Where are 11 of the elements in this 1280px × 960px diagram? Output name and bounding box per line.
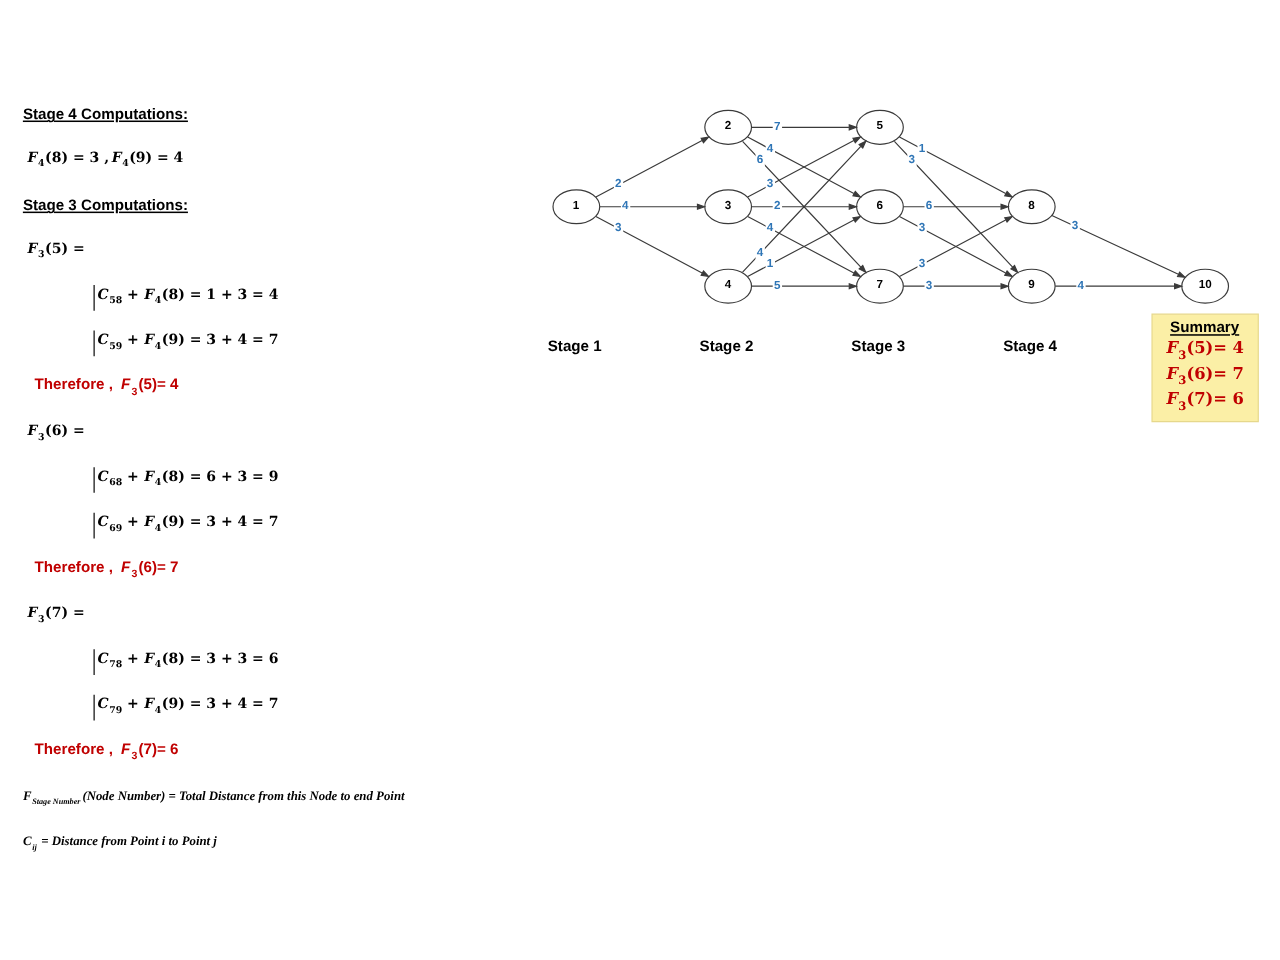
arrow [1054,282,1184,290]
arrow [751,203,859,211]
arrow [898,136,1014,198]
arrow [595,215,711,278]
arrow [747,136,862,198]
arrow [902,282,1010,290]
arrow [599,203,707,211]
arrow [595,136,711,198]
arrow [751,124,859,131]
arrow [902,203,1010,211]
arrow [751,282,859,290]
